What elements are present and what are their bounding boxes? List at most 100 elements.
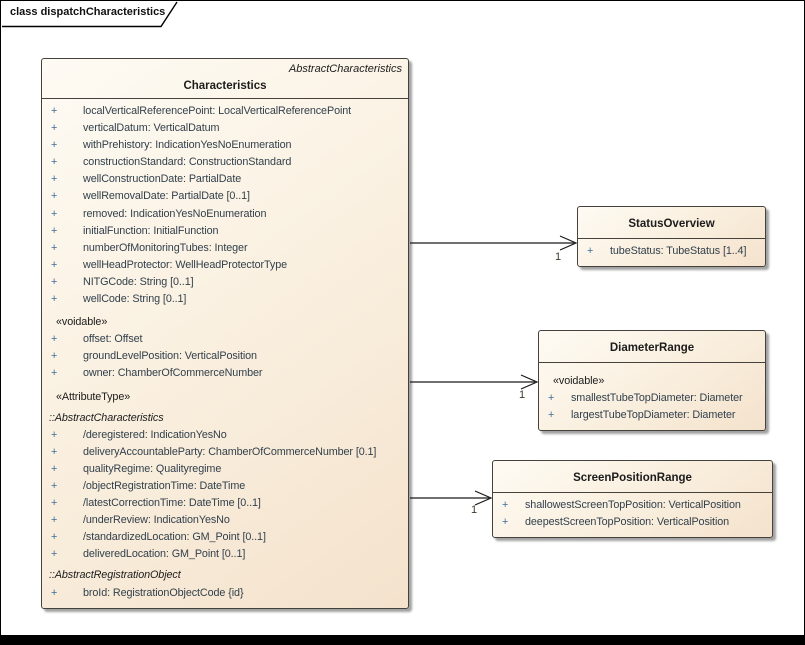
attribute-text: /latestCorrectionTime: DateTime [0..1] <box>83 497 261 510</box>
multiplicity-label: 1 <box>555 251 562 263</box>
visibility-public-sign: + <box>51 428 58 441</box>
attribute-row: + /standardizedLocation: GM_Point [0..1] <box>42 529 404 546</box>
visibility-public-sign: + <box>548 392 555 405</box>
visibility-public-sign: + <box>51 275 58 288</box>
attribute-text: broId: RegistrationObjectCode {id} <box>83 586 244 599</box>
visibility-public-sign: + <box>51 258 58 271</box>
attribute-text: deepestScreenTopPosition: VerticalPositi… <box>525 516 730 529</box>
attribute-text: shallowestScreenTopPosition: VerticalPos… <box>525 499 741 511</box>
class-name: DiameterRange <box>539 331 765 363</box>
attribute-row: +/underReview: IndicationYesNo <box>42 512 404 529</box>
class-box-diameter-range: DiameterRange «voidable» + smallestTubeTop… <box>538 330 766 432</box>
open-arrowhead-icon <box>474 490 493 506</box>
attribute-row: + /latestCorrectionTime: DateTime [0..1] <box>42 495 404 512</box>
visibility-public-sign: + <box>51 122 58 135</box>
attribute-row: + tubeStatus: TubeStatus [1..4] <box>578 243 761 260</box>
attribute-row: + removed: IndicationYesNoEnumeration <box>42 206 404 223</box>
section-label: ::AbstractRegistrationObject <box>49 569 181 582</box>
visibility-public-sign: + <box>51 333 58 346</box>
attribute-row: + NITGCode: String [0..1] <box>42 274 404 291</box>
attribute-text: smallestTubeTopDiameter: Diameter <box>571 392 743 405</box>
class-stereotype: AbstractCharacteristics <box>288 63 402 75</box>
bottom-border-bar <box>1 635 804 644</box>
attribute-row: +wellConstructionDate: PartialDate <box>42 171 404 188</box>
visibility-public-sign: + <box>587 245 594 257</box>
class-name: Characteristics <box>183 80 267 92</box>
attribute-text: qualityRegime: Qualityregime <box>83 462 222 475</box>
attribute-row: + qualityRegime: Qualityregime <box>42 461 404 478</box>
attribute-compartment: «voidable» + smallestTubeTopDiameter: Diam… <box>539 363 765 430</box>
visibility-public-sign: + <box>51 224 58 237</box>
attribute-row: + wellHeadProtector: WellHeadProtectorTyp… <box>42 257 404 274</box>
attribute-row: + localVerticalReferencePoint: LocalVerti… <box>42 103 404 120</box>
visibility-public-sign: + <box>51 139 58 152</box>
attribute-row: +wellCode: String [0..1] <box>42 291 404 308</box>
attribute-text: wellCode: String [0..1] <box>83 293 187 306</box>
attribute-row: + shallowestScreenTopPosition: VerticalPo… <box>493 497 768 514</box>
attribute-text: numberOfMonitoringTubes: Integer <box>83 241 248 254</box>
attribute-row: +/deregistered: IndicationYesNo <box>42 427 404 444</box>
attribute-text: wellConstructionDate: PartialDate <box>83 173 242 186</box>
attribute-text: tubeStatus: TubeStatus [1..4] <box>610 245 747 257</box>
open-arrowhead-icon <box>559 235 578 251</box>
attribute-compartment: + localVerticalReferencePoint: LocalVerti… <box>42 99 408 608</box>
attribute-text: localVerticalReferencePoint: LocalVertic… <box>83 105 352 117</box>
visibility-public-sign: + <box>51 105 58 117</box>
attribute-row: + wellRemovalDate: PartialDate [0..1] <box>42 188 404 205</box>
attribute-row: +numberOfMonitoringTubes: Integer <box>42 240 404 257</box>
attribute-text: initialFunction: InitialFunction <box>83 224 219 237</box>
attribute-row: + verticalDatum: VerticalDatum <box>42 120 404 137</box>
class-name: ScreenPositionRange <box>493 461 772 493</box>
visibility-public-sign: + <box>51 207 58 220</box>
attribute-text: /objectRegistrationTime: DateTime <box>83 479 246 492</box>
connector-status-overview <box>410 235 578 251</box>
attribute-row: + initialFunction: InitialFunction <box>42 223 404 240</box>
attribute-text: deliveryAccountableParty: ChamberOfComme… <box>83 445 377 458</box>
visibility-public-sign: + <box>51 190 58 203</box>
visibility-public-sign: + <box>51 497 58 510</box>
attribute-text: /standardizedLocation: GM_Point [0..1] <box>83 531 266 544</box>
attribute-compartment: + tubeStatus: TubeStatus [1..4] <box>578 239 765 266</box>
attribute-text: groundLevelPosition: VerticalPosition <box>83 350 257 363</box>
visibility-public-sign: + <box>51 367 58 380</box>
visibility-public-sign: + <box>51 350 58 363</box>
class-box-screen-position-range: ScreenPositionRange + shallowestScreenTop… <box>492 460 773 539</box>
stereotype-label: «voidable» <box>56 316 108 329</box>
class-box-characteristics: AbstractCharacteristics Characteristics … <box>41 58 409 609</box>
attribute-text: removed: IndicationYesNoEnumeration <box>83 207 267 220</box>
attribute-row: +deliveryAccountableParty: ChamberOfComm… <box>42 444 404 461</box>
visibility-public-sign: + <box>51 586 58 599</box>
visibility-public-sign: + <box>548 409 555 422</box>
visibility-public-sign: + <box>51 531 58 544</box>
visibility-public-sign: + <box>502 499 509 511</box>
connector-diameter-range <box>410 374 539 390</box>
attribute-row: +/objectRegistrationTime: DateTime <box>42 478 404 495</box>
attribute-text: NITGCode: String [0..1] <box>83 275 194 288</box>
attribute-text: constructionStandard: ConstructionStanda… <box>83 156 292 169</box>
attribute-row: + offset: Offset <box>42 331 404 348</box>
stereotype-label: «voidable» <box>553 375 605 387</box>
attribute-row: + constructionStandard: ConstructionStand… <box>42 154 404 171</box>
multiplicity-label: 1 <box>471 504 478 516</box>
visibility-public-sign: + <box>51 548 58 561</box>
attribute-text: largestTubeTopDiameter: Diameter <box>571 409 736 422</box>
attribute-text: verticalDatum: VerticalDatum <box>83 122 220 135</box>
attribute-row: + largestTubeTopDiameter: Diameter <box>539 407 761 424</box>
attribute-row: + smallestTubeTopDiameter: Diameter <box>539 390 761 407</box>
multiplicity-label: 1 <box>519 389 526 401</box>
class-name: StatusOverview <box>578 207 765 239</box>
open-arrowhead-icon <box>520 374 539 390</box>
stereotype-label: «AttributeType» <box>56 390 131 403</box>
visibility-public-sign: + <box>51 514 58 527</box>
diagram-frame-title: class dispatchCharacteristics <box>10 6 166 18</box>
attribute-text: wellRemovalDate: PartialDate [0..1] <box>83 190 250 203</box>
section-label: ::AbstractCharacteristics <box>49 411 164 424</box>
attribute-text: offset: Offset <box>83 333 143 346</box>
attribute-text: deliveredLocation: GM_Point [0..1] <box>83 548 246 561</box>
visibility-public-sign: + <box>51 156 58 169</box>
visibility-public-sign: + <box>51 462 58 475</box>
attribute-row: + deliveredLocation: GM_Point [0..1] <box>42 546 404 563</box>
attribute-text: wellHeadProtector: WellHeadProtectorType <box>83 258 288 271</box>
attribute-row: +withPrehistory: IndicationYesNoEnumerat… <box>42 137 404 154</box>
connector-screen-position-range <box>410 490 493 506</box>
